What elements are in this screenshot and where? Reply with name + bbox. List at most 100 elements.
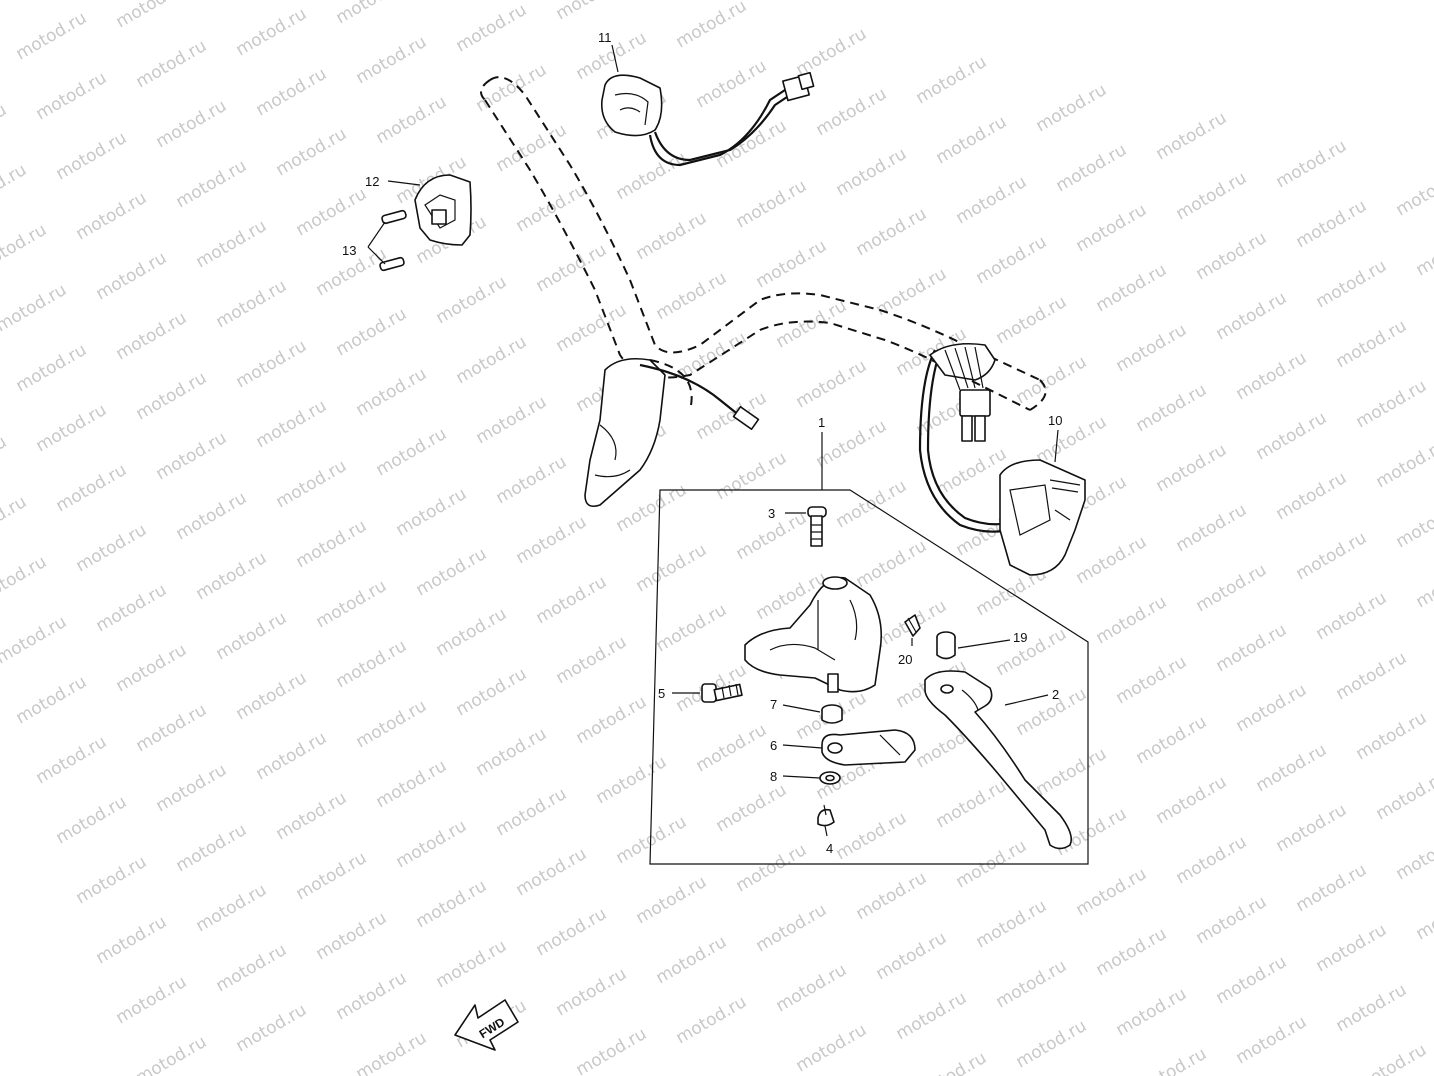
watermark-text: motod.ru [173,820,251,876]
link-arm-part-6 [821,729,916,766]
watermark-text: motod.ru [733,176,811,232]
watermark-text: motod.ru [553,300,631,356]
label-12: 12 [365,174,379,189]
watermark-text: motod.ru [433,272,511,328]
watermark-text: motod.ru [293,184,371,240]
watermark-text: motod.ru [233,4,311,60]
label-4: 4 [826,841,833,856]
watermark-text: motod.ru [1393,828,1434,884]
watermark-text: motod.ru [453,332,531,388]
watermark-text: motod.ru [1293,196,1371,252]
watermark-text: motod.ru [1273,136,1351,192]
watermark-text: motod.ru [353,364,431,420]
watermark-text: motod.ru [933,776,1011,832]
watermark-text: motod.ru [193,880,271,936]
screws-part-13 [367,209,407,272]
watermark-text: motod.ru [293,848,371,904]
watermark-text: motod.ru [673,0,751,52]
washer-part-8 [819,771,841,785]
watermark-text: motod.ru [453,0,531,56]
watermark-text: motod.ru [1173,500,1251,556]
watermark-text: motod.ru [53,460,131,516]
clip-part-20 [904,614,921,637]
watermark-text: motod.ru [333,636,411,692]
watermark-text: motod.ru [713,116,791,172]
watermark-text: motod.ru [1313,588,1391,644]
watermark-text: motod.ru [93,912,171,968]
watermark-text: motod.ru [73,188,151,244]
watermark-text: motod.ru [453,664,531,720]
watermark-text: motod.ru [1193,892,1271,948]
watermark-text: motod.ru [373,756,451,812]
watermark-text: motod.ru [693,56,771,112]
watermark-text: motod.ru [53,792,131,848]
watermark-text: motod.ru [0,280,70,336]
watermark-text: motod.ru [433,936,511,992]
watermark-text: motod.ru [33,400,111,456]
watermark-text: motod.ru [833,808,911,864]
watermark-text: motod.ru [13,340,91,396]
watermark-text: motod.ru [1293,860,1371,916]
watermark-text: motod.ru [933,444,1011,500]
watermark-text: motod.ru [653,600,731,656]
watermark-text: motod.ru [0,220,50,276]
watermark-text: motod.ru [153,96,231,152]
watermark-text: motod.ru [993,292,1071,348]
watermark-text: motod.ru [973,232,1051,288]
label-6: 6 [770,738,777,753]
watermark-text: motod.ru [73,852,151,908]
watermark-text: motod.ru [533,572,611,628]
watermark-text: motod.ru [553,0,631,24]
watermark-text: motod.ru [513,844,591,900]
watermark-text: motod.ru [913,1048,991,1076]
watermark-text: motod.ru [1073,532,1151,588]
watermark-text: motod.ru [473,724,551,780]
watermark-text: motod.ru [793,356,871,412]
clutch-lever-part-2 [924,670,1073,850]
watermark-text: motod.ru [1133,380,1211,436]
watermark-text: motod.ru [1113,652,1191,708]
watermark-text: motod.ru [133,36,211,92]
watermark-text: motod.ru [33,732,111,788]
watermark-text: motod.ru [793,1020,871,1076]
watermark-text: motod.ru [253,396,331,452]
watermark-text: motod.ru [493,452,571,508]
watermark-text: motod.ru [753,900,831,956]
label-5: 5 [658,686,665,701]
label-13: 13 [342,243,356,258]
watermark-text: motod.ru [173,488,251,544]
label-2: 2 [1052,687,1059,702]
watermark-text: motod.ru [1013,352,1091,408]
watermark-text: motod.ru [0,100,10,156]
watermark-text: motod.ru [1213,620,1291,676]
watermark-text: motod.ru [113,640,191,696]
watermark-text: motod.ru [633,872,711,928]
lever-bracket [744,576,883,693]
watermark-text: motod.ru [933,112,1011,168]
forward-direction-arrow: FWD [454,999,519,1051]
watermark-text: motod.ru [1233,680,1311,736]
watermark-text: motod.ru [153,428,231,484]
watermark-text: motod.ru [1153,440,1231,496]
watermark-text: motod.ru [93,580,171,636]
watermark-text: motod.ru [1373,768,1434,824]
watermark-text: motod.ru [1033,80,1111,136]
label-7: 7 [770,697,777,712]
watermark-text: motod.ru [73,520,151,576]
watermark-text: motod.ru [1413,556,1434,612]
watermark-text: motod.ru [1273,800,1351,856]
label-19: 19 [1013,630,1027,645]
watermark-text: motod.ru [1173,168,1251,224]
watermark-text: motod.ru [233,668,311,724]
watermark-text: motod.ru [333,0,411,28]
watermark-text: motod.ru [613,148,691,204]
watermark-text: motod.ru [333,968,411,1024]
watermark-text: motod.ru [333,304,411,360]
watermark-text: motod.ru [1153,108,1231,164]
watermark-text: motod.ru [353,32,431,88]
watermark-text: motod.ru [693,720,771,776]
watermark-text: motod.ru [1333,648,1411,704]
watermark-text: motod.ru [1393,496,1434,552]
